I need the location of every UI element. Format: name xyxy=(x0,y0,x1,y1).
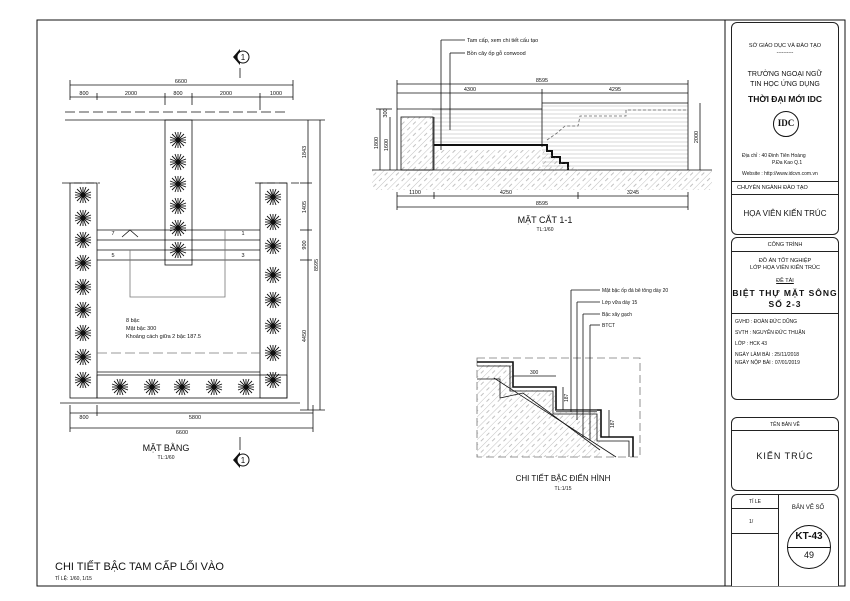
sheet-no: 49 xyxy=(803,550,814,560)
project-line-1: ĐỒ ÁN TỐT NGHIỆP xyxy=(758,258,812,264)
svg-text:1843: 1843 xyxy=(302,146,308,158)
svg-text:800: 800 xyxy=(173,91,182,97)
svg-text:8595: 8595 xyxy=(314,259,320,271)
project-line-2: LỚP HỌA VIÊN KIẾN TRÚC xyxy=(750,265,820,271)
svg-text:8595: 8595 xyxy=(536,201,548,207)
step-detail xyxy=(476,289,641,458)
sheet-frame xyxy=(36,19,846,587)
svg-text:1600: 1600 xyxy=(384,139,390,151)
svg-text:4450: 4450 xyxy=(302,330,308,342)
svg-text:6600: 6600 xyxy=(175,79,187,85)
svg-text:Mặt bậc ốp đá bê tông dày 20: Mặt bậc ốp đá bê tông dày 20 xyxy=(602,288,668,294)
major-label: CHUYÊN NGÀNH ĐÀO TẠO xyxy=(737,185,808,191)
section-title: MẶT CẮT 1-1 xyxy=(518,215,573,225)
svg-text:4295: 4295 xyxy=(609,87,621,93)
svg-text:Mặt bậc 300: Mặt bậc 300 xyxy=(126,326,156,332)
plan-view xyxy=(60,68,325,450)
svg-text:7: 7 xyxy=(111,231,114,237)
school-box: SỞ GIÁO DỤC VÀ ĐÀO TẠO ---------- TRƯỜNG… xyxy=(731,22,839,235)
svg-text:2000: 2000 xyxy=(694,131,700,143)
sheet-number-circle: KT-43 49 xyxy=(787,525,831,569)
section-scale: TL:1/60 xyxy=(537,227,554,233)
logo-text: IDC xyxy=(777,118,795,128)
svg-text:300: 300 xyxy=(383,108,389,117)
svg-text:800: 800 xyxy=(79,415,88,421)
svg-text:2000: 2000 xyxy=(125,91,137,97)
section-marker-bottom[interactable]: 1 xyxy=(233,452,250,468)
project-box: CÔNG TRÌNH ĐỒ ÁN TỐT NGHIỆP LỚP HỌA VIÊN… xyxy=(731,237,839,400)
svg-text:Tam cấp, xem chi tiết cấu tạo: Tam cấp, xem chi tiết cấu tạo xyxy=(467,38,538,44)
drawing-label: TÊN BẢN VẼ xyxy=(770,422,800,428)
plan-scale: TL:1/60 xyxy=(158,455,175,461)
svg-text:900: 900 xyxy=(302,240,308,249)
submit-date: NGÀY NỘP BÀI : 07/01/2019 xyxy=(735,360,800,366)
sheet-code: KT-43 xyxy=(795,531,823,542)
svg-text:1: 1 xyxy=(241,53,246,62)
svg-text:Bồn cây ốp gỗ conwood: Bồn cây ốp gỗ conwood xyxy=(467,50,526,57)
section-view xyxy=(372,39,712,210)
svg-text:4300: 4300 xyxy=(464,87,476,93)
sheet-title: CHI TIẾT BẬC TAM CẤP LỐI VÀO xyxy=(55,559,224,573)
svg-text:5: 5 xyxy=(111,253,114,259)
school-name-1: TRƯỜNG NGOẠI NGỮ xyxy=(747,71,823,78)
svg-text:800: 800 xyxy=(79,91,88,97)
website[interactable]: Website : http://www.idcvn.com.vn xyxy=(742,171,818,177)
svg-text:1: 1 xyxy=(241,231,244,237)
major-value: HỌA VIÊN KIẾN TRÚC xyxy=(743,209,827,218)
topic-label: ĐỀ TÀI xyxy=(776,278,794,284)
section-dimensions: 8595 4300 4295 1100 4250 3245 8595 300 1800… xyxy=(374,78,700,207)
svg-text:187: 187 xyxy=(564,393,570,402)
svg-text:4250: 4250 xyxy=(500,190,512,196)
svg-text:1: 1 xyxy=(241,456,246,465)
svg-text:1000: 1000 xyxy=(270,91,282,97)
dept-separator: ---------- xyxy=(776,50,794,56)
drawing-name-box: TÊN BẢN VẼ KIẾN TRÚC xyxy=(731,417,839,491)
sheet-number-label: BẢN VẼ SỐ xyxy=(791,505,825,511)
svg-text:1800: 1800 xyxy=(374,137,380,149)
svg-text:300: 300 xyxy=(530,370,539,376)
svg-text:6600: 6600 xyxy=(176,430,188,436)
svg-text:1100: 1100 xyxy=(409,190,421,196)
detail-title: CHI TIẾT BẬC ĐIỂN HÌNH xyxy=(516,473,611,483)
plan-title: MẶT BẰNG xyxy=(143,443,190,453)
svg-text:BTCT: BTCT xyxy=(602,323,615,329)
student: SVTH : NGUYỄN ĐỨC THUẬN xyxy=(735,330,806,336)
svg-text:2000: 2000 xyxy=(220,91,232,97)
school-name-2: TIN HỌC ỨNG DỤNG xyxy=(750,81,820,88)
sheet-number-box: TỈ LE 1/ BẢN VẼ SỐ KT-43 49 xyxy=(731,494,839,586)
svg-text:Lớp vữa dày 15: Lớp vữa dày 15 xyxy=(602,300,637,306)
svg-text:8 bậc: 8 bậc xyxy=(126,318,140,324)
sheet-scale: TỈ LỆ: 1/60, 1/15 xyxy=(55,574,92,582)
section-marker-top[interactable]: 1 xyxy=(233,49,250,65)
drawing-name: KIẾN TRÚC xyxy=(756,451,814,461)
plan-dimensions: 6600 800 2000 800 2000 1000 800 5800 6600 1843… xyxy=(79,79,320,436)
school-name-3: THỜI ĐẠI MỚI IDC xyxy=(748,94,822,104)
class: LỚP : HCK 43 xyxy=(735,341,767,347)
project-label: CÔNG TRÌNH xyxy=(767,242,803,248)
scale-value: 1/ xyxy=(749,519,754,525)
svg-text:Bậc xây gạch: Bậc xây gạch xyxy=(602,312,632,318)
svg-text:3245: 3245 xyxy=(627,190,639,196)
instructor: GVHD : ĐOÀN ĐỨC DŨNG xyxy=(735,319,798,325)
svg-text:1405: 1405 xyxy=(302,201,308,213)
idc-logo: IDC xyxy=(773,111,799,137)
detail-labels: Mặt bậc ốp đá bê tông dày 20 Lớp vữa dày … xyxy=(530,288,668,428)
svg-text:3: 3 xyxy=(241,253,244,259)
detail-scale: TL:1/15 xyxy=(555,486,572,492)
svg-text:8595: 8595 xyxy=(536,78,548,84)
address-line-2: P.Đa Kao Q.1 xyxy=(772,160,803,166)
address-line-1: Địa chỉ : 40 Đinh Tiên Hoàng xyxy=(742,153,806,159)
svg-text:187: 187 xyxy=(610,419,616,428)
scale-label: TỈ LE xyxy=(749,499,761,505)
topic-line-1: BIỆT THỰ MẶT SÔNG xyxy=(732,288,838,298)
start-date: NGÀY LÀM BÀI : 25/11/2018 xyxy=(735,352,800,358)
svg-text:Khoảng cách giữa 2 bậc 187.5: Khoảng cách giữa 2 bậc 187.5 xyxy=(126,334,201,340)
svg-text:5800: 5800 xyxy=(189,415,201,421)
dept-label: SỞ GIÁO DỤC VÀ ĐÀO TẠO xyxy=(748,43,822,49)
topic-line-2: SỐ 2-3 xyxy=(768,299,802,309)
